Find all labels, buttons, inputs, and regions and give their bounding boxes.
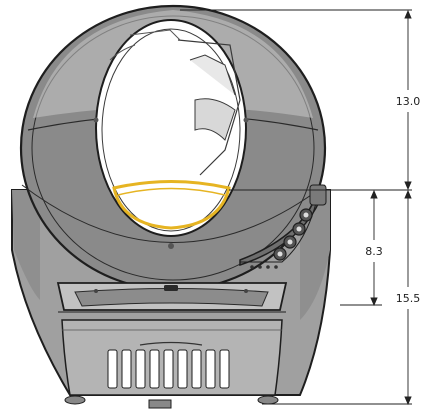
waste-drawer: [56, 282, 288, 313]
entry-window: [93, 19, 249, 249]
foot-left: [64, 395, 86, 405]
lower-base: [61, 319, 283, 409]
indicator-lights: [250, 265, 278, 269]
dimension-lines: [180, 9, 412, 406]
control-buttons: [273, 208, 313, 261]
dimension-total-label: 15.5: [396, 292, 421, 305]
foot-center: [148, 399, 172, 409]
vent-slots: [107, 349, 230, 389]
dimension-upper-label: 13.0: [396, 95, 421, 108]
yellow-lip-ring: [112, 180, 231, 230]
dimension-middle-label: 8.3: [365, 245, 383, 258]
foot-right: [257, 395, 279, 405]
